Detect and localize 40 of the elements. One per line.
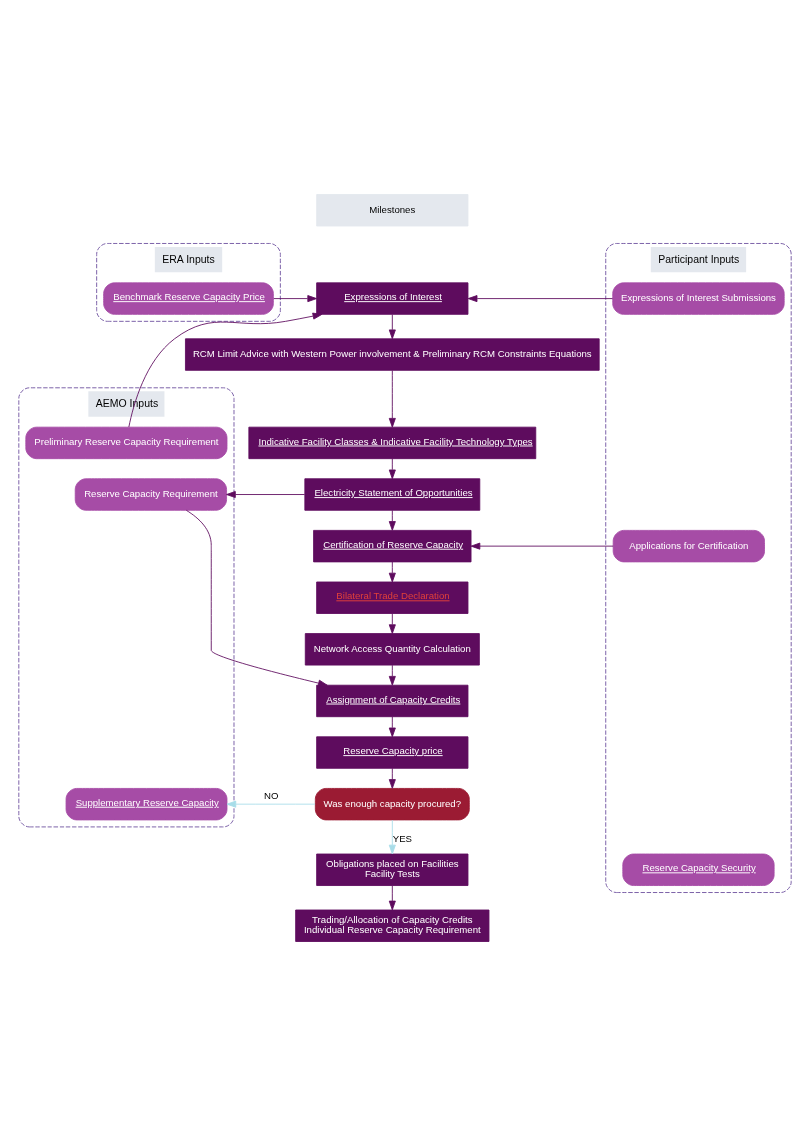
arrow (467, 294, 614, 302)
arrow (388, 664, 396, 686)
arrow (388, 884, 396, 910)
arrow (226, 800, 316, 808)
arrow (226, 490, 306, 498)
arrow (388, 561, 396, 582)
arrow (388, 767, 396, 789)
arrow (388, 819, 396, 854)
edge-label: NO (263, 789, 279, 801)
node-box: Preliminary Reserve Capacity Requirement (25, 426, 228, 459)
node-box: Expressions of Interest Submissions (612, 281, 785, 315)
node-box: Reserve Capacity Security (622, 853, 775, 886)
node-box: Expressions of Interest (316, 281, 469, 315)
arrow (470, 542, 614, 550)
arrow (273, 294, 317, 302)
node-box: Was enough capacity procured? (314, 787, 470, 820)
arrow (388, 612, 396, 634)
arrow (388, 457, 396, 479)
arrow (185, 509, 328, 687)
arrow (388, 509, 396, 531)
node-box: Certification of Reserve Capacity (313, 529, 472, 562)
node-box: Applications for Certification (612, 529, 765, 562)
node-box: Electricity Statement of Opportunities (304, 477, 481, 511)
node-box: Reserve Capacity price (316, 735, 469, 769)
node-box: Reserve Capacity Requirement (74, 477, 227, 511)
arrow (388, 715, 396, 737)
node-box: Milestones (316, 193, 469, 226)
node-box: Trading/Allocation of Capacity Credits Individual Reserve Capacity Requirement (295, 909, 490, 942)
node-box: Network Access Quantity Calculation (304, 632, 480, 666)
edge-label: YES (392, 832, 412, 844)
arrow (128, 312, 323, 427)
node-box: Obligations placed on Facilities Facility Tests (316, 853, 469, 886)
node-box: Indicative Facility Classes & Indicative Facility Technology Types (248, 426, 537, 459)
arrow (388, 313, 396, 339)
node-box: Bilateral Trade Declaration (316, 581, 469, 614)
node-box: Supplementary Reserve Capacity (65, 787, 228, 820)
node-box: RCM Limit Advice with Western Power involvement & Preliminary RCM Constraints Equations (185, 337, 600, 371)
node-box: Assignment of Capacity Credits (316, 684, 469, 717)
arrow (388, 369, 396, 428)
node-box: Benchmark Reserve Capacity Price (103, 281, 274, 315)
